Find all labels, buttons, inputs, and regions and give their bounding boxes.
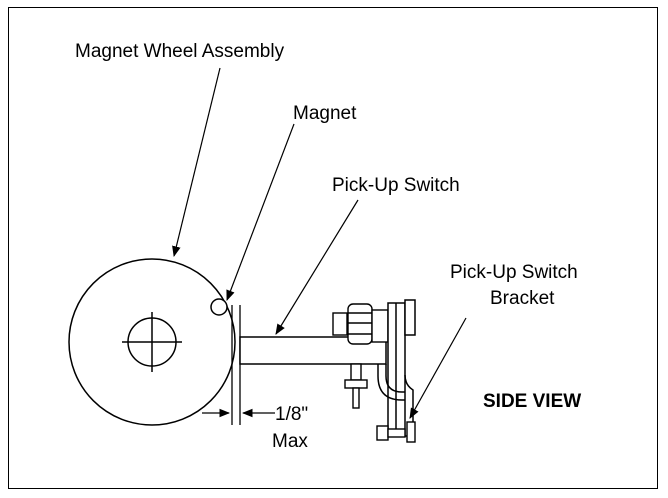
label-side-view: SIDE VIEW	[483, 391, 581, 412]
lower-bolt	[376, 421, 416, 443]
label-pickup-switch: Pick-Up Switch	[332, 175, 460, 196]
label-gap-value: 1/8"	[275, 404, 308, 425]
magnet-wheel	[68, 258, 236, 426]
label-magnet-wheel-assembly: Magnet Wheel Assembly	[75, 41, 285, 62]
magnet	[210, 298, 228, 316]
label-bracket-line2: Bracket	[490, 288, 555, 309]
stud-nut	[344, 363, 368, 409]
label-gap-max: Max	[272, 431, 308, 452]
switch-leader	[275, 199, 359, 335]
diagram-border	[8, 7, 658, 489]
wheel-leader	[172, 67, 221, 258]
label-magnet: Magnet	[293, 103, 357, 124]
magnet-leader	[226, 123, 295, 302]
gap-reference-lines	[231, 305, 241, 425]
nut-assembly	[332, 303, 389, 345]
label-bracket-line1: Pick-Up Switch	[450, 262, 578, 283]
leader-lines	[172, 67, 467, 419]
bracket-leader	[409, 317, 467, 419]
